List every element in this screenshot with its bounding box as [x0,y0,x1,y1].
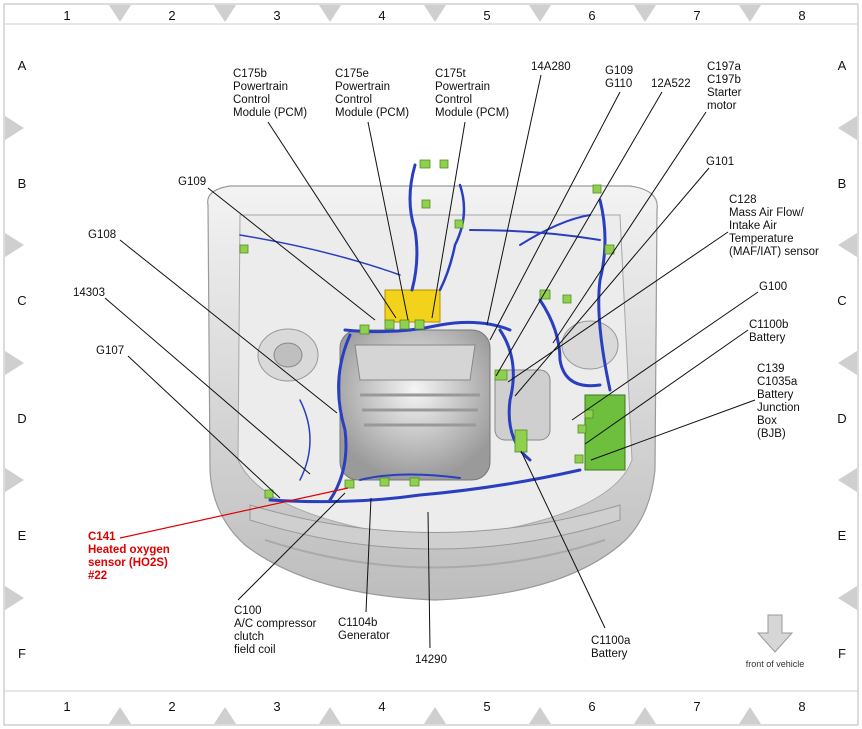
grid-marker-top [529,5,551,22]
column-label: 1 [63,699,70,714]
down-arrow-icon [756,614,794,653]
column-label: 8 [798,8,805,23]
grid-marker-bottom [424,707,446,724]
grid-marker-bottom [529,707,551,724]
row-labels-left: A B C D E F [17,58,26,661]
battery-junction-box [584,394,626,471]
column-labels-top: 1 2 3 4 5 6 7 8 [63,8,805,23]
column-label: 4 [378,699,385,714]
front-bumper [249,504,621,550]
callout-labels: C175b Powertrain Control Module (PCM) C1… [73,61,819,666]
callout-14a280: 14A280 [531,61,571,73]
column-label: 1 [63,8,70,23]
grid-marker-right [838,116,857,140]
callout-14290: 14290 [415,654,447,666]
front-of-vehicle-indicator: front of vehicle [746,614,805,669]
column-label: 7 [693,699,700,714]
grid-marker-bottom [214,707,236,724]
grid-marker-top [214,5,236,22]
grid-marker-top [319,5,341,22]
grid-marker-bottom [634,707,656,724]
callout-14303: 14303 [73,287,105,299]
grid-marker-bottom [739,707,761,724]
column-labels-bottom: 1 2 3 4 5 6 7 8 [63,699,805,714]
grid-marker-left [5,468,24,492]
grid-marker-bottom [109,707,131,724]
column-label: 6 [588,699,595,714]
callout-g100: G100 [759,281,787,293]
manifold-runners [360,393,480,427]
callout-c175t: C175t Powertrain Control Module (PCM) [435,68,509,119]
grid-marker-right [838,351,857,375]
row-label: F [838,646,846,661]
grid-marker-left [5,351,24,375]
row-label: F [18,646,26,661]
row-labels-right: A B C D E F [837,58,846,661]
grid-marker-left [5,116,24,140]
grid-markers [5,5,857,724]
grid-marker-bottom [319,707,341,724]
grid-marker-top [739,5,761,22]
column-label: 2 [168,8,175,23]
grid-marker-top [634,5,656,22]
column-label: 5 [483,699,490,714]
callout-c1100a-battery: C1100a Battery [591,635,634,660]
leader-lines [104,74,759,649]
connectors [239,159,615,499]
callout-c197-starter: C197a C197b Starter motor [707,61,745,112]
callout-g109: G109 [178,176,206,188]
column-label: 3 [273,699,280,714]
callout-c139-bjb: C139 C1035a Battery Junction Box (BJB) [757,363,803,440]
row-label: B [838,176,847,191]
row-label: A [18,58,27,73]
row-label: C [17,293,26,308]
row-label: E [838,528,847,543]
row-label: D [837,411,846,426]
intake-manifold [354,344,476,381]
callout-12a522: 12A522 [651,78,691,90]
pcm-module [384,289,441,323]
front-of-vehicle-label: front of vehicle [746,659,805,669]
grid-marker-left [5,586,24,610]
callout-g108: G108 [88,229,116,241]
grid-marker-top [424,5,446,22]
air-cleaner [494,369,551,441]
callout-c175e: C175e Powertrain Control Module (PCM) [335,68,409,119]
callout-c128-maf-iat: C128 Mass Air Flow/ Intake Air Temperatu… [729,194,819,258]
row-label: E [18,528,27,543]
vehicle-body [207,185,658,601]
callout-c100-ac-clutch: C100 A/C compressor clutch field coil [234,605,320,656]
grid-marker-right [838,586,857,610]
column-label: 8 [798,699,805,714]
leader-line-highlight [119,487,349,539]
column-label: 3 [273,8,280,23]
right-strut-tower [561,320,619,370]
left-strut-mount [273,342,303,368]
callout-g107: G107 [96,345,124,357]
callout-c175b: C175b Powertrain Control Module (PCM) [233,68,307,119]
callout-g101: G101 [706,156,734,168]
callout-c141-ho2s: C141 Heated oxygen sensor (HO2S) #22 [88,531,173,582]
grid-marker-right [838,468,857,492]
row-label: A [838,58,847,73]
wiring-harness [239,163,612,504]
row-label: C [837,293,846,308]
callout-c1100b-battery: C1100b Battery [749,319,792,344]
column-label: 2 [168,699,175,714]
column-label: 5 [483,8,490,23]
grid-marker-right [838,233,857,257]
bumper-edge [264,539,606,569]
column-label: 7 [693,8,700,23]
grid-marker-top [109,5,131,22]
callout-c1104b-generator: C1104b Generator [338,617,390,642]
callout-g109-g110: G109 G110 [605,65,636,90]
column-label: 4 [378,8,385,23]
grid-marker-left [5,233,24,257]
column-label: 6 [588,8,595,23]
row-label: B [18,176,27,191]
row-label: D [17,411,26,426]
